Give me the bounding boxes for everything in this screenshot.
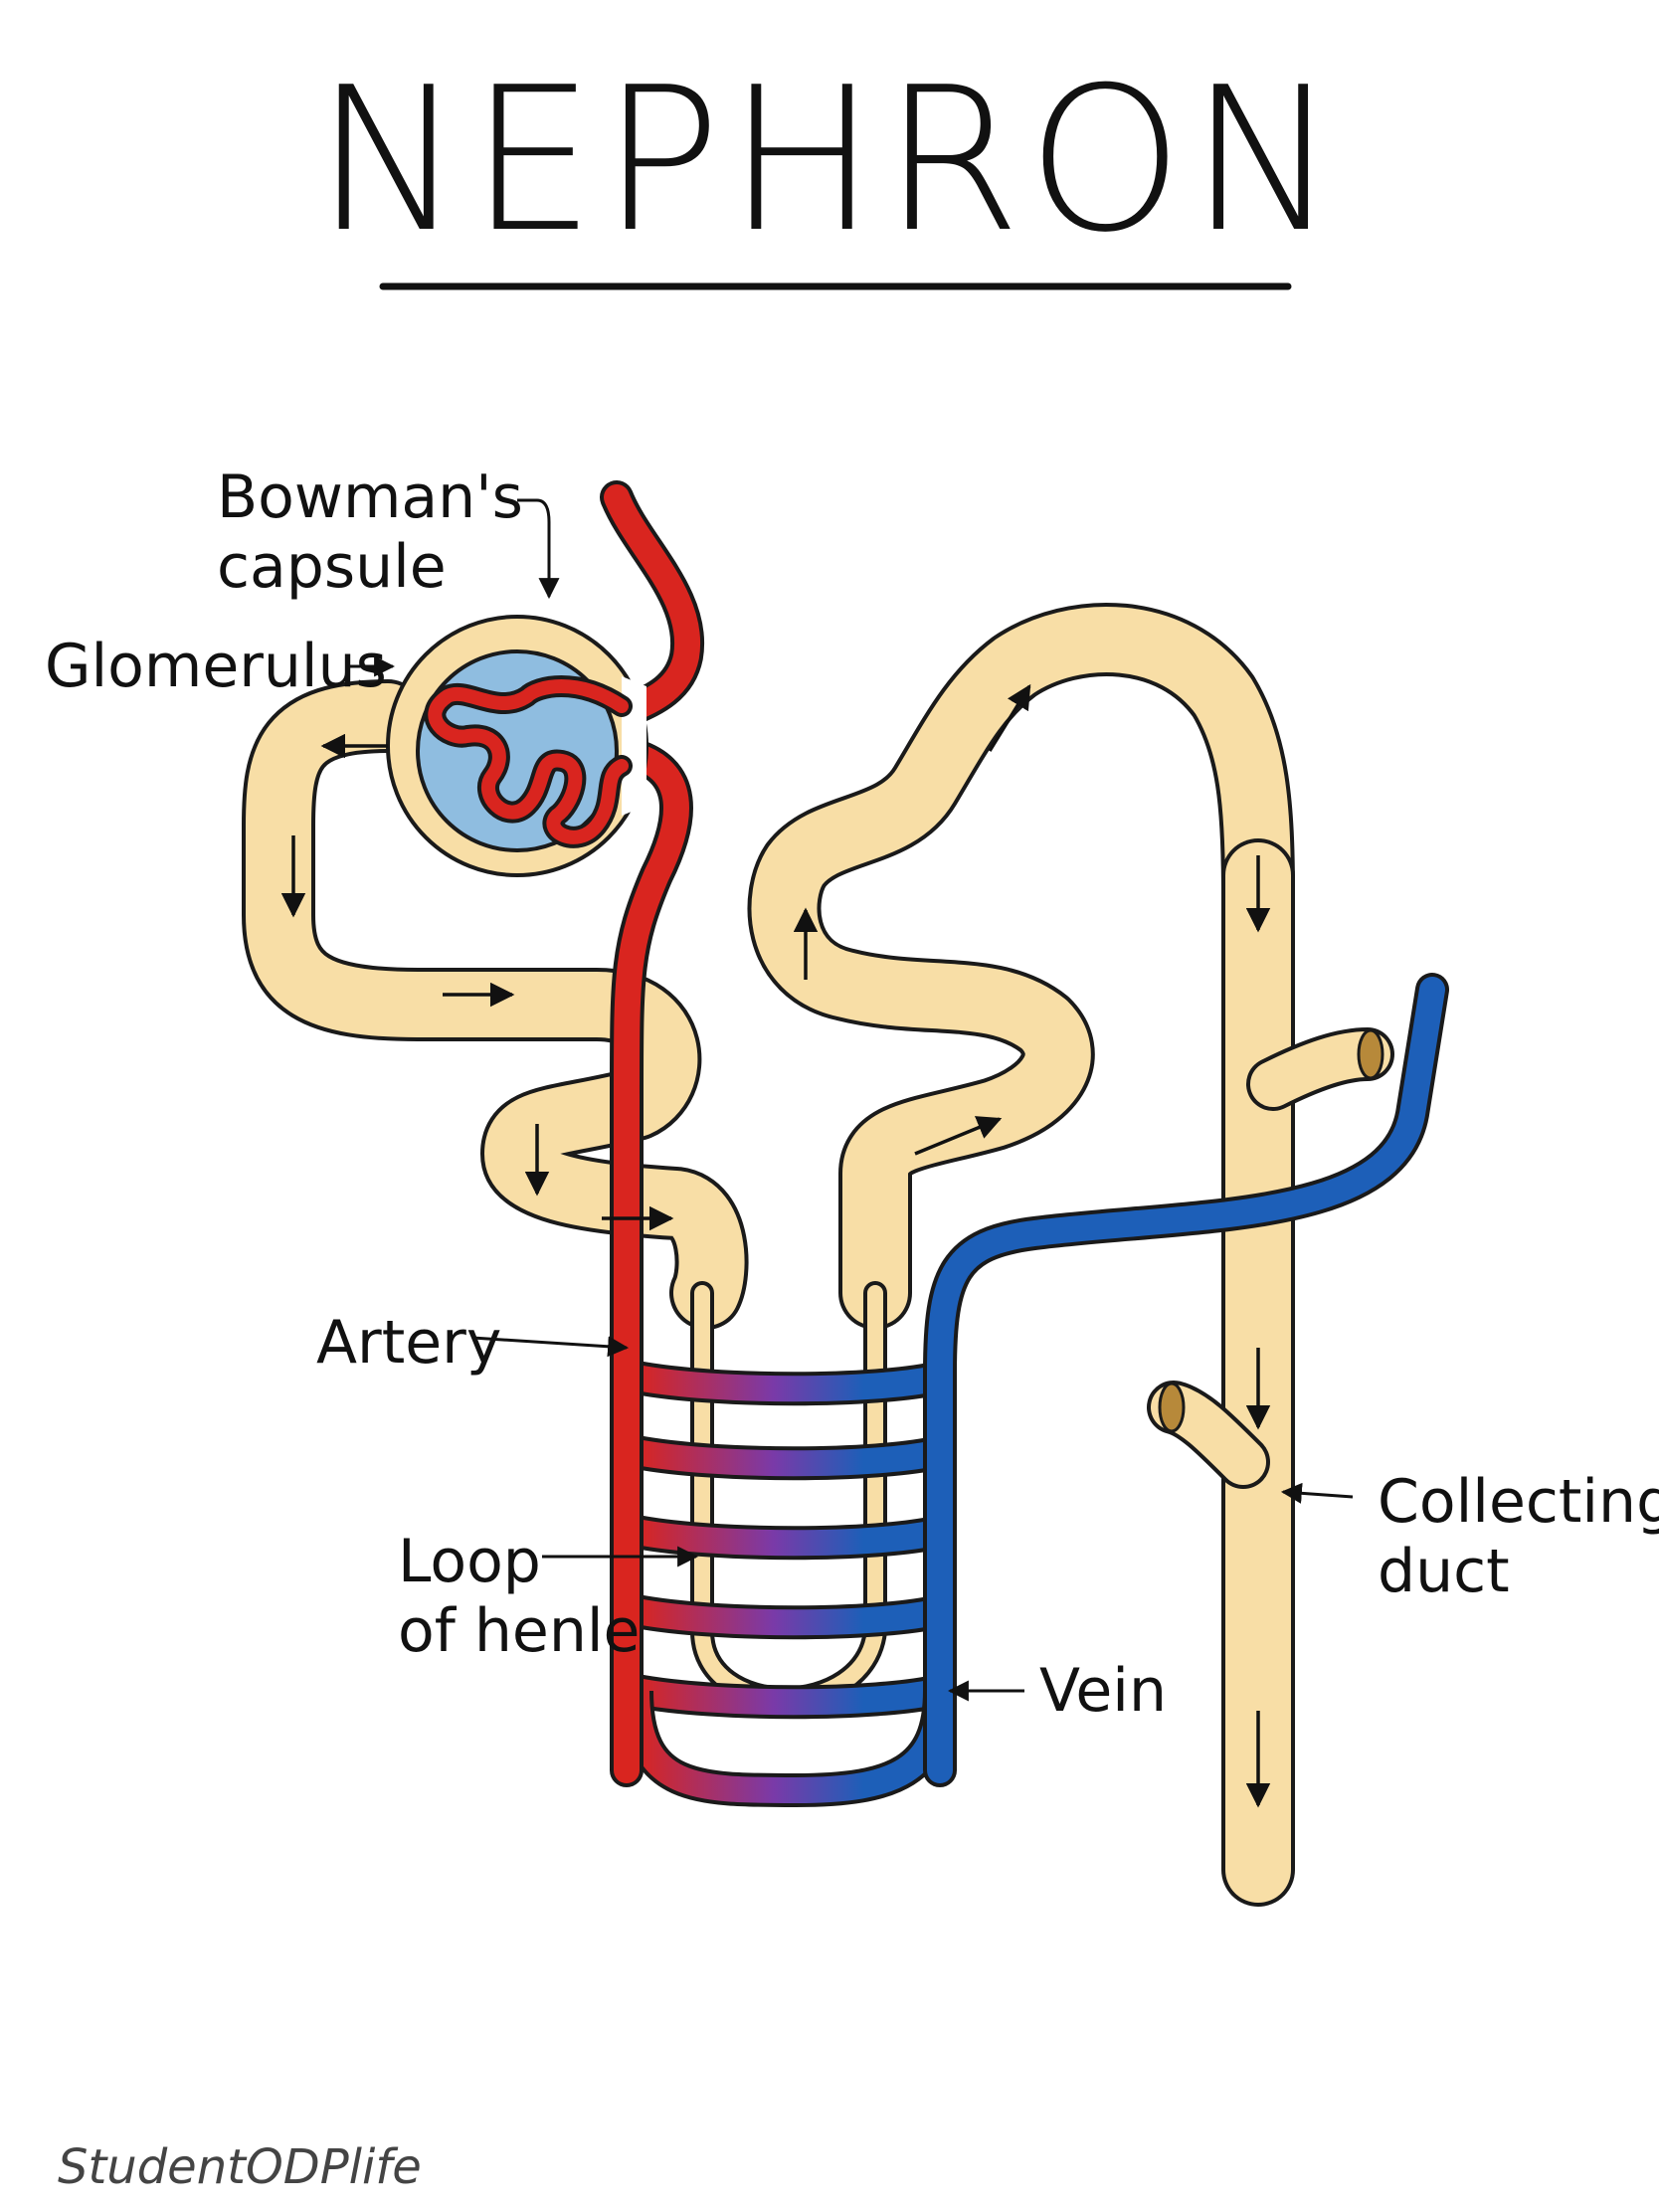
flow-arrows [280, 683, 1271, 1808]
label-artery: Artery [316, 1308, 501, 1378]
label-vein: Vein [1039, 1656, 1167, 1726]
page-title: NEPHRON [315, 45, 1345, 276]
bowmans-capsule [386, 615, 648, 877]
label-glomerulus: Glomerulus [45, 632, 387, 701]
label-loop-of-henle-1: Loop [398, 1527, 541, 1596]
label-bowmans-capsule-1: Bowman's [217, 462, 523, 532]
bowmans-leader [517, 498, 560, 600]
vasa-recta [620, 1361, 957, 1808]
artery-leader [471, 1336, 630, 1358]
flow-arrow [988, 683, 1031, 752]
leader-lines [348, 498, 1354, 1702]
collecting-leader [1280, 1482, 1354, 1504]
label-bowmans-capsule-2: capsule [217, 532, 447, 602]
label-loop-of-henle-2: of henle [398, 1596, 640, 1666]
label-collecting-duct-1: Collecting [1378, 1467, 1659, 1537]
label-collecting-duct-2: duct [1378, 1537, 1510, 1606]
watermark: StudentODPlife [58, 2139, 422, 2195]
vein-vessel [923, 973, 1449, 1787]
flow-arrow [914, 1116, 1003, 1156]
